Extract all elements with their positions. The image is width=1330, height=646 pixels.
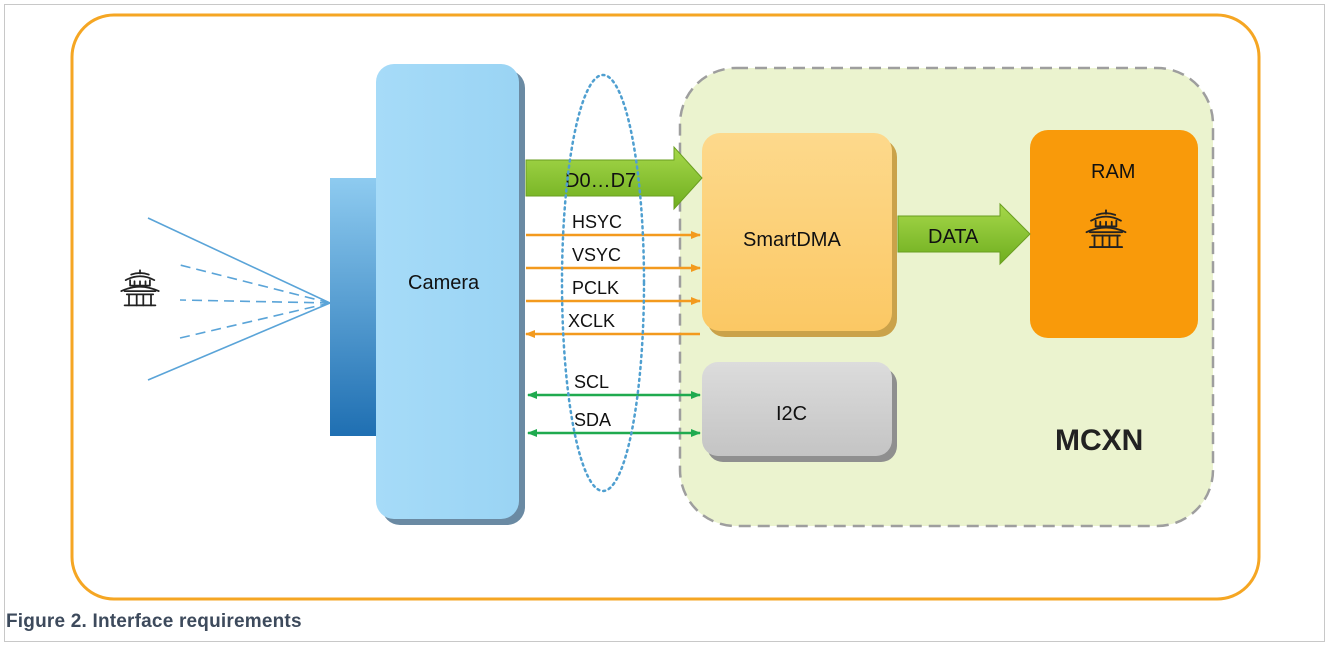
ram-block (1030, 130, 1198, 338)
ram-label: RAM (1091, 161, 1135, 183)
signal-label-scl: SCL (574, 372, 609, 392)
i2c-block (702, 362, 892, 456)
mcu-label: MCXN (1055, 424, 1143, 457)
figure-caption: Figure 2. Interface requirements (6, 611, 302, 632)
figure-frame (4, 4, 1325, 642)
signal-label-pclk: PCLK (572, 278, 619, 298)
pagoda-icon (120, 269, 160, 307)
camera-body (376, 64, 519, 519)
signal-label-xclk: XCLK (568, 311, 615, 331)
camera-label: Camera (408, 272, 480, 294)
view-rays (147, 217, 331, 381)
signal-lines (525, 231, 701, 338)
data-bus-label: D0…D7 (565, 170, 636, 192)
signal-label-sda: SDA (574, 410, 611, 430)
signal-label-vsyc: VSYC (572, 245, 621, 265)
data-arrow-label: DATA (928, 226, 979, 248)
system-boundary (70, 13, 1261, 601)
camera-sensor (330, 178, 383, 436)
data-arrow (897, 202, 1031, 266)
i2c-lines (527, 391, 701, 437)
i2c-label: I2C (776, 403, 807, 425)
smartdma-block (702, 133, 892, 331)
smartdma-label: SmartDMA (743, 229, 841, 251)
signal-label-hsyc: HSYC (572, 212, 622, 232)
interface-highlight-ellipse (560, 73, 646, 493)
